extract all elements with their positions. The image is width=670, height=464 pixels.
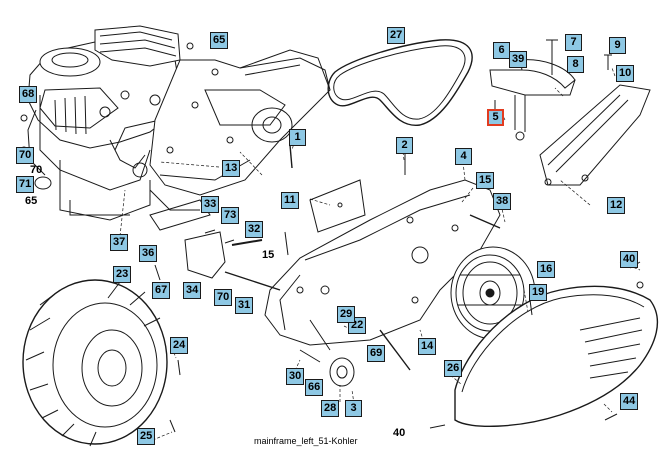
- callout-33[interactable]: 33: [201, 196, 220, 213]
- callout-70-mid[interactable]: 70: [214, 289, 233, 306]
- callout-34[interactable]: 34: [183, 282, 202, 299]
- diagram-caption: mainframe_left_51-Kohler: [254, 436, 358, 446]
- callout-44[interactable]: 44: [620, 393, 639, 410]
- callout-26[interactable]: 26: [444, 360, 463, 377]
- callout-40-plain[interactable]: 40: [393, 427, 406, 439]
- callout-7[interactable]: 7: [565, 34, 582, 51]
- callout-12[interactable]: 12: [607, 197, 626, 214]
- callout-25[interactable]: 25: [137, 428, 156, 445]
- idler-bracket-drawing: [489, 39, 612, 141]
- tensioner-drawing: [299, 319, 411, 387]
- callout-1[interactable]: 1: [289, 129, 306, 146]
- callout-36[interactable]: 36: [139, 245, 158, 262]
- callout-8[interactable]: 8: [567, 56, 584, 73]
- callout-37[interactable]: 37: [110, 234, 129, 251]
- shield-drawing: [539, 84, 651, 186]
- callout-68[interactable]: 68: [19, 86, 38, 103]
- callout-27[interactable]: 27: [387, 27, 406, 44]
- callout-21[interactable]: 2: [396, 137, 413, 154]
- engine-drawing: [27, 25, 181, 221]
- callout-40-right[interactable]: 40: [620, 251, 639, 268]
- callout-5-selected[interactable]: 5: [487, 109, 504, 126]
- belt-drawing: [327, 39, 473, 126]
- callout-70-left[interactable]: 70: [16, 147, 35, 164]
- belt-cover-drawing: [454, 281, 659, 427]
- callout-28[interactable]: 28: [321, 400, 340, 417]
- callout-13[interactable]: 13: [222, 160, 241, 177]
- callout-15-box[interactable]: 15: [476, 172, 495, 189]
- callout-29[interactable]: 29: [337, 306, 356, 323]
- callout-39[interactable]: 39: [509, 51, 528, 68]
- tire-drawing: [22, 279, 168, 447]
- callout-23[interactable]: 23: [113, 266, 132, 283]
- callout-73[interactable]: 73: [221, 207, 240, 224]
- callout-6[interactable]: 6: [493, 42, 510, 59]
- bracket-drawing: [309, 179, 366, 233]
- callout-9[interactable]: 9: [609, 37, 626, 54]
- callout-15-plain[interactable]: 15: [262, 249, 275, 261]
- callout-65[interactable]: 65: [210, 32, 229, 49]
- callout-69[interactable]: 69: [367, 345, 386, 362]
- mainframe-drawing: [149, 49, 331, 211]
- callout-16[interactable]: 16: [537, 261, 556, 278]
- callout-24[interactable]: 24: [170, 337, 189, 354]
- callout-19[interactable]: 19: [529, 284, 548, 301]
- callout-10[interactable]: 10: [616, 65, 635, 82]
- callout-65-plain[interactable]: 65: [25, 195, 38, 207]
- callout-66[interactable]: 66: [305, 379, 324, 396]
- callout-38[interactable]: 38: [493, 193, 512, 210]
- callout-71[interactable]: 71: [16, 176, 35, 193]
- callout-14[interactable]: 14: [418, 338, 437, 355]
- callout-67[interactable]: 67: [152, 282, 171, 299]
- callout-30[interactable]: 30: [286, 368, 305, 385]
- hub-bracket-drawing: [149, 199, 281, 291]
- callout-3[interactable]: 3: [345, 400, 362, 417]
- callout-70-plain[interactable]: 70: [30, 164, 43, 176]
- callout-11[interactable]: 11: [281, 192, 299, 209]
- callout-31[interactable]: 31: [235, 297, 254, 314]
- callout-4[interactable]: 4: [455, 148, 472, 165]
- callout-32[interactable]: 32: [245, 221, 264, 238]
